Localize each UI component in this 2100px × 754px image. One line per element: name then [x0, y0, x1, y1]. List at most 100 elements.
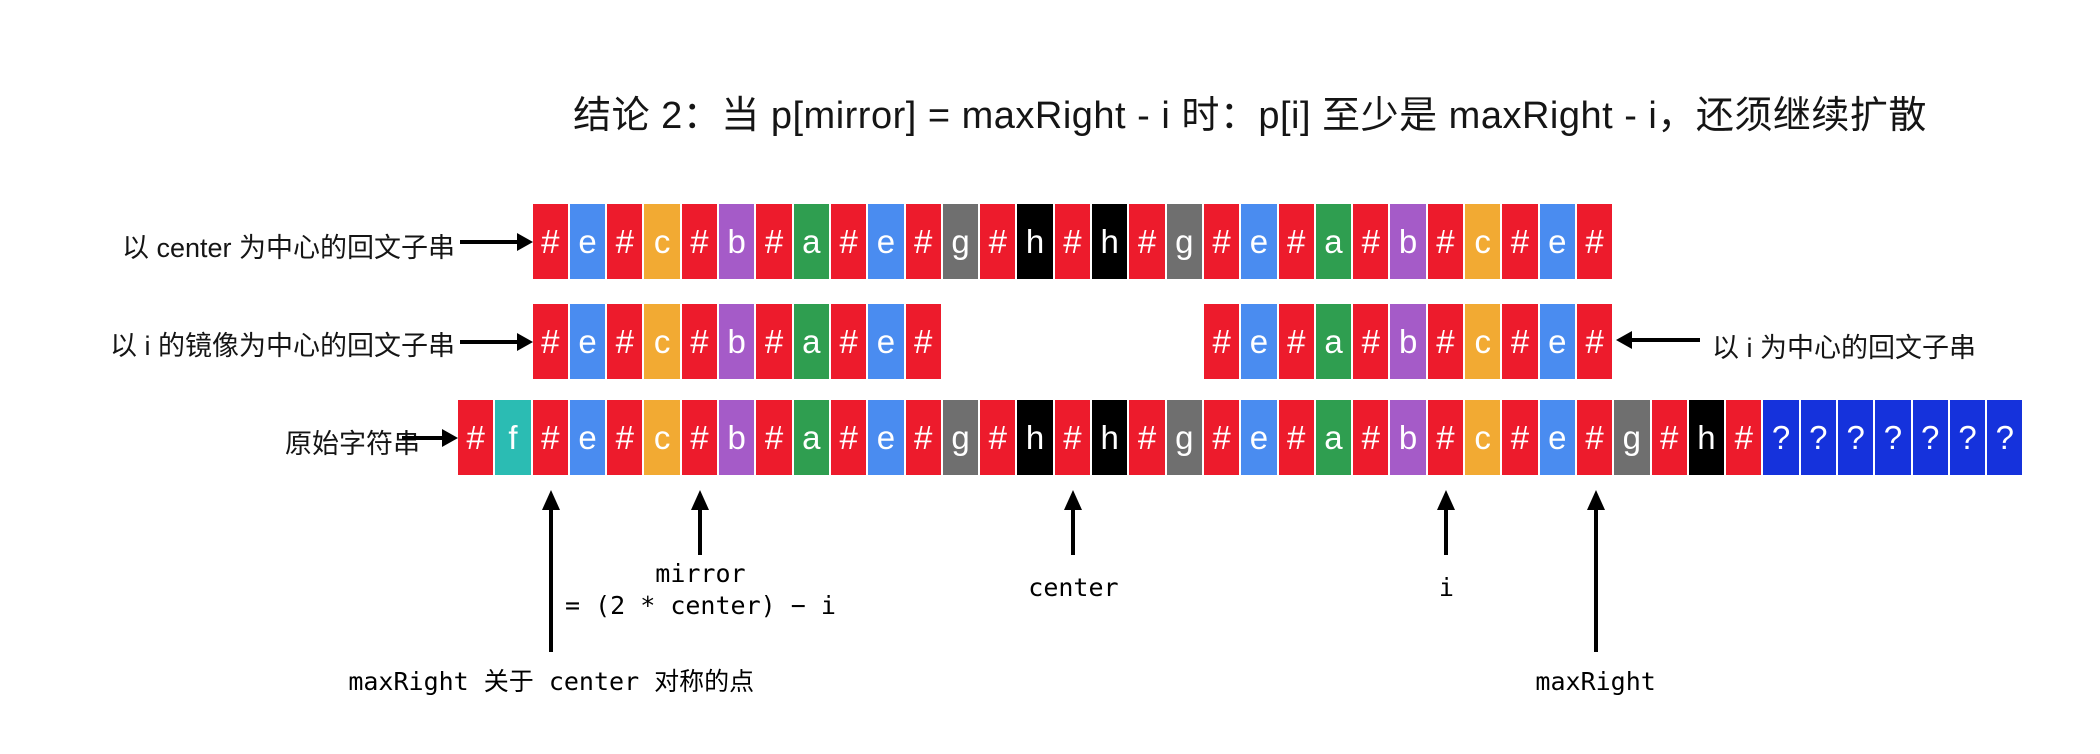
cell: e — [569, 304, 606, 379]
arrow-shaft — [402, 436, 445, 440]
arrow-shaft — [1593, 506, 1598, 652]
cell: # — [458, 400, 494, 475]
cell: # — [1502, 400, 1538, 475]
page-title: 结论 2：当 p[mirror] = maxRight - i 时：p[i] 至… — [573, 95, 1927, 137]
cell: h — [1017, 400, 1053, 475]
cell: # — [1502, 204, 1538, 279]
cell: h — [1017, 204, 1053, 279]
sym-point-label: maxRight 关于 center 对称的点 — [348, 667, 755, 696]
cell: ? — [1875, 400, 1911, 475]
cell: e — [569, 400, 606, 475]
cell: # — [905, 304, 941, 379]
cell: # — [980, 400, 1016, 475]
i-label: i — [1438, 573, 1454, 602]
arrow-head — [542, 490, 561, 510]
arrow-right-icon — [460, 333, 533, 351]
cell: e — [1241, 400, 1277, 475]
arrow-head — [1616, 331, 1632, 349]
mirror-arrow-up-icon — [691, 490, 710, 555]
arrow-right-icon — [460, 233, 533, 251]
cell: a — [793, 400, 829, 475]
cell: # — [532, 204, 568, 279]
i-palindrome: #e#a#b#c#e# — [1204, 304, 1614, 379]
arrow-shaft — [460, 240, 520, 244]
cell: # — [756, 304, 792, 379]
cell: g — [1614, 400, 1650, 475]
cell: b — [1390, 204, 1426, 279]
center-label: center — [1028, 573, 1119, 602]
maxright-arrow-up-icon — [1586, 490, 1605, 652]
cell: # — [830, 204, 867, 279]
cell: # — [1204, 304, 1240, 379]
cell: e — [1539, 304, 1575, 379]
cell: # — [1278, 304, 1314, 379]
cell: a — [1315, 304, 1352, 379]
arrow-head — [1437, 490, 1456, 510]
cell: a — [793, 204, 829, 279]
cell: b — [719, 400, 755, 475]
cell: # — [980, 204, 1016, 279]
cell: # — [1576, 304, 1613, 379]
cell: b — [1390, 400, 1426, 475]
cell: c — [644, 304, 680, 379]
cell: # — [1278, 400, 1314, 475]
cell: # — [1054, 400, 1091, 475]
cell: c — [1465, 304, 1501, 379]
i-arrow-up-icon — [1437, 490, 1456, 555]
center-arrow-up-icon — [1064, 490, 1083, 555]
sym-point-arrow-up-icon — [542, 490, 561, 652]
arrow-head — [442, 429, 458, 447]
maxright-label: maxRight — [1535, 667, 1656, 696]
cell: # — [681, 304, 718, 379]
cell: # — [1427, 204, 1464, 279]
cell: g — [1166, 204, 1202, 279]
cell: # — [607, 204, 643, 279]
mirror-palindrome: #e#c#b#a#e# — [532, 304, 943, 379]
mirror-label: mirror= (2 * center) − i — [564, 559, 836, 620]
arrow-shaft — [1629, 338, 1700, 342]
cell: # — [532, 400, 568, 475]
cell: a — [1315, 204, 1352, 279]
cell: f — [495, 400, 531, 475]
arrow-head — [517, 333, 533, 351]
cell: c — [1465, 400, 1501, 475]
arrow-shaft — [1071, 506, 1076, 555]
label-original-string: 原始字符串 — [285, 429, 420, 459]
arrow-right-icon — [402, 429, 458, 447]
cell: ? — [1987, 400, 2023, 475]
arrow-shaft — [549, 506, 554, 652]
cell: b — [719, 304, 755, 379]
arrow-head — [1064, 490, 1083, 510]
cell: e — [1539, 400, 1575, 475]
cell: # — [1054, 204, 1091, 279]
cell: b — [719, 204, 755, 279]
cell: # — [532, 304, 568, 379]
cell: # — [1353, 304, 1389, 379]
cell: ? — [1763, 400, 1799, 475]
cell: e — [868, 304, 904, 379]
label-i-palindrome: 以 i 为中心的回文子串 — [1712, 333, 1977, 363]
original-string: #f#e#c#b#a#e#g#h#h#g#e#a#b#c#e#g#h#?????… — [458, 400, 2024, 475]
cell: # — [1427, 400, 1464, 475]
cell: ? — [1912, 400, 1948, 475]
center-palindrome: #e#c#b#a#e#g#h#h#g#e#a#b#c#e# — [532, 204, 1615, 279]
cell: # — [1576, 400, 1613, 475]
cell: # — [1651, 400, 1687, 475]
cell: h — [1092, 400, 1128, 475]
arrow-head — [517, 233, 533, 251]
cell: # — [1129, 400, 1165, 475]
cell: # — [1353, 400, 1389, 475]
cell: # — [681, 204, 718, 279]
cell: # — [1129, 204, 1165, 279]
cell: ? — [1949, 400, 1986, 475]
cell: # — [607, 400, 643, 475]
cell: # — [1353, 204, 1389, 279]
cell: # — [1203, 204, 1240, 279]
cell: # — [756, 400, 792, 475]
cell: e — [1539, 204, 1575, 279]
cell: ? — [1837, 400, 1874, 475]
cell: h — [1092, 204, 1128, 279]
cell: # — [681, 400, 718, 475]
label-mirror-palindrome: 以 i 的镜像为中心的回文子串 — [109, 331, 455, 361]
